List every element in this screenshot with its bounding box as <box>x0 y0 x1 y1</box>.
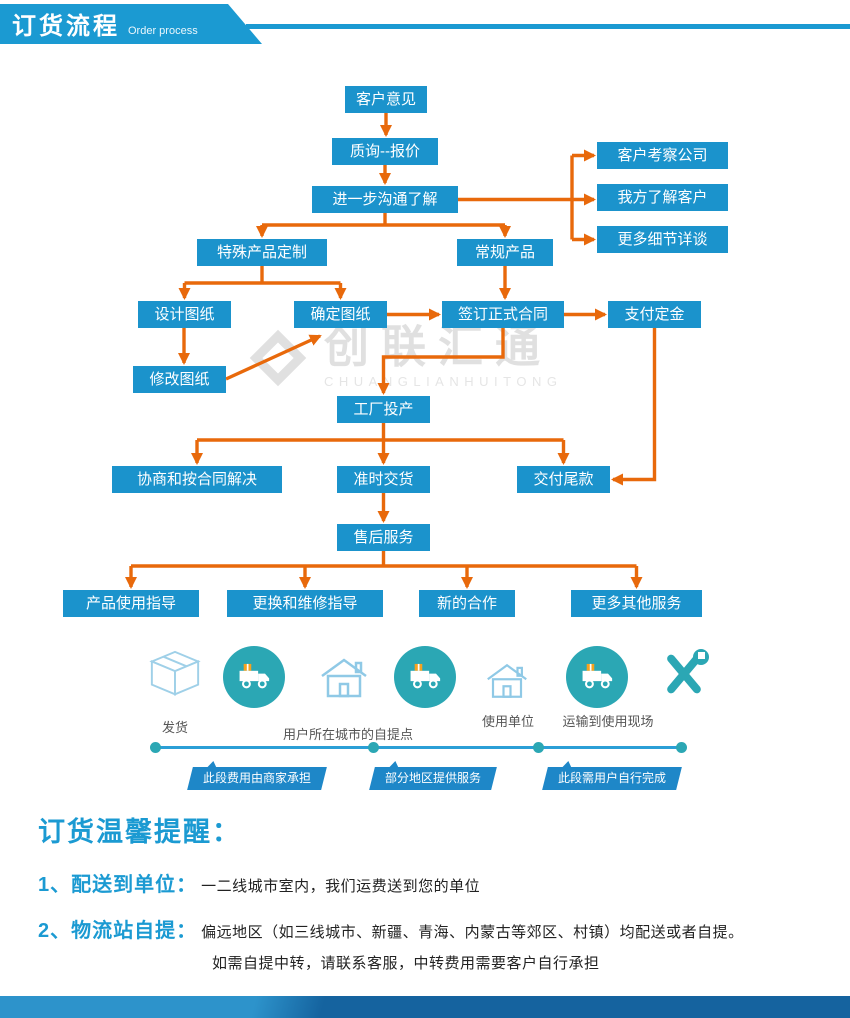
timeline-tag-partial-service: 部分地区提供服务 <box>369 761 497 790</box>
reminder-item-number: 1、 <box>38 874 72 896</box>
flow-node-replace-repair-guidance: 更换和维修指导 <box>227 590 383 617</box>
flow-node-customer-opinion: 客户意见 <box>345 86 427 113</box>
reminder-item-pickup: 2、 物流站自提： 偏远地区（如三线城市、新疆、青海、内蒙古等郊区、村镇）均配送… <box>38 914 844 943</box>
timeline-tag-merchant-cost: 此段费用由商家承担 <box>187 761 327 790</box>
flow-node-factory-production: 工厂投产 <box>337 396 430 423</box>
house-icon <box>318 654 370 707</box>
reminder-item-text: 偏远地区（如三线城市、新疆、青海、内蒙古等郊区、村镇）均配送或者自提。 <box>201 924 744 941</box>
page-subtitle: Order process <box>128 25 198 37</box>
label-pickup-point: 用户所在城市的自提点 <box>282 727 413 742</box>
flow-node-negotiate-resolve: 协商和按合同解决 <box>112 466 282 493</box>
flow-node-pay-deposit: 支付定金 <box>608 301 701 328</box>
flow-node-sign-contract: 签订正式合同 <box>442 301 564 328</box>
timeline-dot <box>150 742 161 753</box>
timeline-tag-user-complete: 此段需用户自行完成 <box>542 761 682 790</box>
reminder-item-text: 一二线城市室内，我们运费送到您的单位 <box>201 878 481 895</box>
flow-node-pay-balance: 交付尾款 <box>517 466 610 493</box>
flow-node-customer-visits-company: 客户考察公司 <box>597 142 728 169</box>
timeline-dot <box>676 742 687 753</box>
timeline-dot <box>368 742 379 753</box>
label-use-unit: 使用单位 <box>481 714 534 729</box>
flow-node-regular-product: 常规产品 <box>457 239 553 266</box>
flow-node-understand-customer: 我方了解客户 <box>597 184 728 211</box>
house-icon <box>484 660 530 707</box>
flow-node-design-drawing: 设计图纸 <box>138 301 231 328</box>
flow-node-after-sales-service: 售后服务 <box>337 524 430 551</box>
footer-bar <box>0 996 850 1018</box>
reminder-item-delivery: 1、 配送到单位： 一二线城市室内，我们运费送到您的单位 <box>38 868 844 897</box>
flow-node-further-communication: 进一步沟通了解 <box>312 186 458 213</box>
flow-node-confirm-drawing: 确定图纸 <box>294 301 387 328</box>
flow-node-special-product-custom: 特殊产品定制 <box>197 239 327 266</box>
flow-node-more-details-talk: 更多细节详谈 <box>597 226 728 253</box>
header-rule <box>246 24 850 29</box>
reminder-note: 如需自提中转，请联系客服，中转费用需要客户自行承担 <box>212 955 600 972</box>
tools-icon <box>656 644 712 709</box>
flow-node-more-other-services: 更多其他服务 <box>571 590 702 617</box>
flow-node-inquiry-quote: 质询--报价 <box>332 138 438 165</box>
reminder-item-number: 2、 <box>38 920 72 942</box>
package-box-icon <box>146 648 204 707</box>
label-transport-to-site: 运输到使用现场 <box>562 714 654 729</box>
delivery-truck-icon <box>223 646 285 708</box>
reminder-item-label: 物流站自提： <box>71 920 198 942</box>
flow-node-on-time-delivery: 准时交货 <box>337 466 430 493</box>
flow-node-usage-guidance: 产品使用指导 <box>63 590 199 617</box>
timeline <box>155 746 685 749</box>
delivery-truck-icon <box>394 646 456 708</box>
delivery-truck-icon <box>566 646 628 708</box>
flow-node-modify-drawing: 修改图纸 <box>133 366 226 393</box>
label-ship: 发货 <box>161 720 188 735</box>
timeline-dot <box>533 742 544 753</box>
reminder-item-label: 配送到单位： <box>71 874 198 896</box>
flow-node-new-cooperation: 新的合作 <box>419 590 515 617</box>
page-title: 订货流程 <box>12 13 120 40</box>
header-banner: 订货流程 Order process <box>0 4 262 44</box>
reminder-title: 订货温馨提醒： <box>38 817 241 847</box>
flow-arrows <box>125 113 657 589</box>
